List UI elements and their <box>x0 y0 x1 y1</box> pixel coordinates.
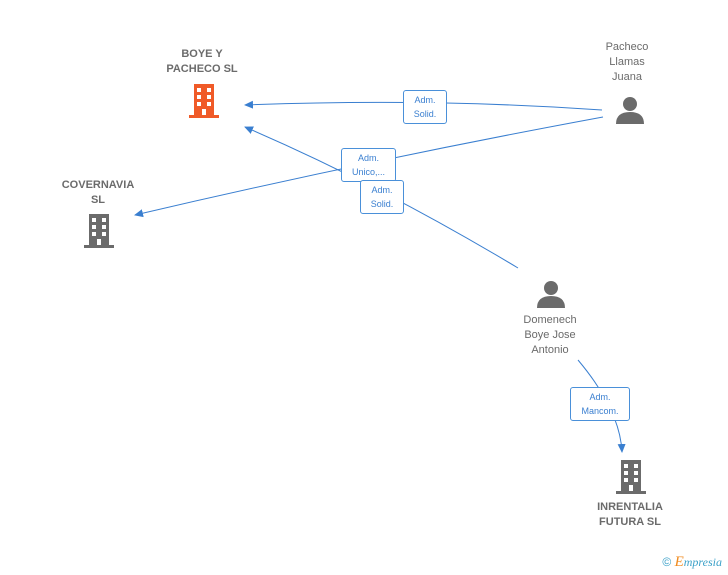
building-icon[interactable] <box>189 84 219 118</box>
label-line: Domenech <box>523 314 577 326</box>
label-line: COVERNAVIA <box>61 179 135 191</box>
edge-label-line: Adm. <box>589 392 611 402</box>
building-icon[interactable] <box>84 214 114 248</box>
company-label-covernavia[interactable]: COVERNAVIA SL <box>40 178 156 208</box>
edge-label-domenech-boye[interactable]: Adm. Solid. <box>360 180 404 214</box>
brand-logo-initial: E <box>674 554 684 570</box>
label-line: SL <box>90 194 106 206</box>
brand-logo-text: mpresia <box>683 555 722 569</box>
edge-label-line: Solid. <box>370 199 394 209</box>
company-label-inrentalia[interactable]: INRENTALIA FUTURA SL <box>580 500 680 530</box>
edge-label-line: Unico,... <box>351 167 385 177</box>
edge-label-line: Adm. <box>357 153 379 163</box>
label-line: BOYE Y <box>181 48 223 60</box>
edge-label-pacheco-boye[interactable]: Adm. Solid. <box>403 90 447 124</box>
person-icon[interactable] <box>616 97 644 124</box>
label-line: INRENTALIA <box>597 501 663 513</box>
label-line: Antonio <box>531 344 569 356</box>
person-icon[interactable] <box>537 281 565 308</box>
edge-label-pacheco-covernavia[interactable]: Adm. Unico,... <box>341 148 396 182</box>
label-line: FUTURA SL <box>599 516 661 528</box>
copyright-icon: © <box>662 555 672 569</box>
label-line: PACHECO SL <box>166 63 238 75</box>
edge-label-domenech-inrentalia[interactable]: Adm. Mancom. <box>570 387 630 421</box>
label-line: Boye Jose <box>524 329 576 341</box>
brand-footer[interactable]: © Empresia <box>662 554 722 571</box>
edge-label-line: Adm. <box>371 185 393 195</box>
edge-label-line: Adm. <box>414 95 436 105</box>
person-label-domenech[interactable]: Domenech Boye Jose Antonio <box>500 313 600 358</box>
label-line: Juana <box>612 71 642 83</box>
label-line: Llamas <box>609 56 645 68</box>
building-icon[interactable] <box>616 460 646 494</box>
edge-label-line: Solid. <box>413 109 437 119</box>
label-line: Pacheco <box>605 41 649 53</box>
edge-label-line: Mancom. <box>581 406 619 416</box>
person-label-pacheco[interactable]: Pacheco Llamas Juana <box>582 40 672 85</box>
company-label-boye[interactable]: BOYE Y PACHECO SL <box>142 47 262 77</box>
